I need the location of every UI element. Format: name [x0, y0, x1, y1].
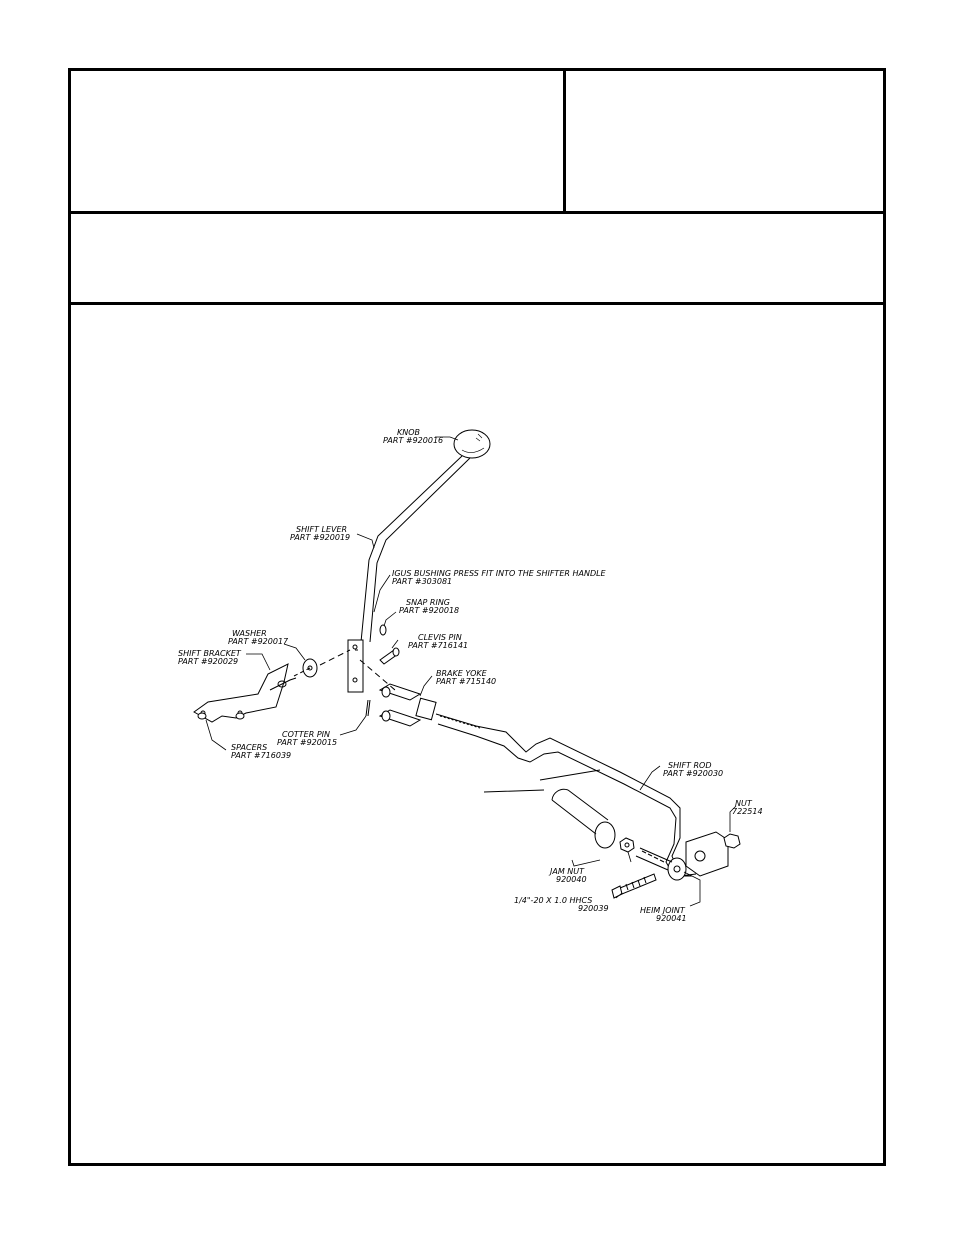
- spacers-part: [197, 712, 245, 720]
- washer-label: WASHER: [232, 629, 267, 638]
- nut-part: [723, 833, 741, 849]
- clevis-pin-part-number: PART #716141: [408, 641, 468, 650]
- shift-bracket-part-number: PART #920029: [178, 657, 238, 666]
- brake-yoke-label: BRAKE YOKE: [436, 669, 488, 678]
- brake-yoke-part-number: PART #715140: [436, 677, 496, 686]
- callout-cotter-pin: COTTER PIN PART #920015: [277, 730, 337, 747]
- shift-bracket-part: [193, 663, 297, 723]
- snap-ring-label: SNAP RING: [406, 598, 450, 607]
- nut-label: NUT: [735, 799, 753, 808]
- callout-hhcs: 1/4"-20 X 1.0 HHCS 920039: [514, 896, 609, 913]
- callout-jam-nut: JAM NUT 920040: [548, 867, 587, 884]
- page-frame: [68, 68, 886, 1166]
- spacers-part-number: PART #716039: [231, 751, 291, 760]
- frame-tube-part: [483, 769, 616, 849]
- igus-bushing-label: IGUS BUSHING PRESS FIT INTO THE SHIFTER …: [392, 569, 607, 578]
- callout-heim-joint: HEIM JOINT 920041: [640, 906, 687, 923]
- callout-clevis-pin: CLEVIS PIN PART #716141: [408, 633, 468, 650]
- heim-joint-part: [635, 847, 687, 881]
- callout-washer: WASHER PART #920017: [228, 629, 289, 646]
- shift-rod-part-number: PART #920030: [663, 769, 723, 778]
- shift-lever-part-number: PART #920019: [290, 533, 350, 542]
- jam-nut-part-number: 920040: [556, 875, 587, 884]
- snap-ring-part: [379, 624, 387, 636]
- snap-ring-part-number: PART #920018: [399, 606, 459, 615]
- shift-lever-label: SHIFT LEVER: [296, 525, 347, 534]
- callout-knob: KNOB PART #920016: [383, 428, 443, 445]
- clevis-pin-part: [379, 647, 400, 665]
- title-block-divider: [563, 71, 566, 211]
- igus-bushing-part-number: PART #303081: [392, 577, 452, 586]
- shift-bracket-label: SHIFT BRACKET: [178, 649, 242, 658]
- callout-shift-bracket: SHIFT BRACKET PART #920029: [178, 649, 242, 666]
- nut-part-number: 722514: [732, 807, 763, 816]
- subtitle-divider: [71, 302, 883, 305]
- hhcs-bolt-part: [611, 873, 657, 899]
- heim-joint-part-number: 920041: [656, 914, 687, 923]
- rod-end-bracket-part: [685, 831, 729, 877]
- spacers-label: SPACERS: [231, 743, 267, 752]
- hhcs-part-number: 920039: [578, 904, 609, 913]
- knob-label: KNOB: [397, 428, 420, 437]
- shift-lever-part: [347, 455, 471, 693]
- knob-part: [453, 429, 491, 459]
- header-divider: [71, 211, 883, 214]
- jam-nut-part: [619, 837, 635, 853]
- brake-yoke-part: [359, 659, 437, 727]
- cotter-pin-part: [365, 699, 371, 717]
- callout-nut: NUT 722514: [732, 799, 763, 816]
- shift-rod-label: SHIFT ROD: [668, 761, 712, 770]
- hhcs-label: 1/4"-20 X 1.0 HHCS: [514, 896, 592, 905]
- callout-igus-bushing: IGUS BUSHING PRESS FIT INTO THE SHIFTER …: [392, 569, 607, 586]
- cotter-pin-label: COTTER PIN: [282, 730, 330, 739]
- callout-shift-lever: SHIFT LEVER PART #920019: [290, 525, 350, 542]
- shift-rod-part: [435, 713, 697, 877]
- washer-part-number: PART #920017: [228, 637, 289, 646]
- callout-brake-yoke: BRAKE YOKE PART #715140: [436, 669, 496, 686]
- knob-part-number: PART #920016: [383, 436, 443, 445]
- callout-spacers: SPACERS PART #716039: [231, 743, 291, 760]
- callout-snap-ring: SNAP RING PART #920018: [399, 598, 459, 615]
- heim-joint-label: HEIM JOINT: [640, 906, 686, 915]
- washer-part: [293, 649, 351, 678]
- cotter-pin-part-number: PART #920015: [277, 738, 337, 747]
- leader-lines: [205, 436, 737, 907]
- clevis-pin-label: CLEVIS PIN: [418, 633, 462, 642]
- jam-nut-label: JAM NUT: [548, 867, 585, 876]
- callout-shift-rod: SHIFT ROD PART #920030: [663, 761, 723, 778]
